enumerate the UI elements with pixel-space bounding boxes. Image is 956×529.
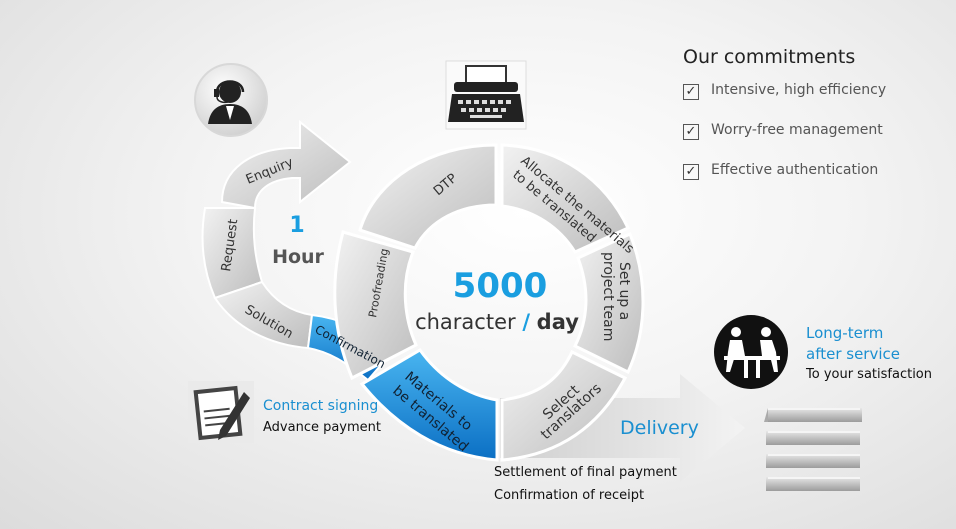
hour-unit: Hour bbox=[272, 246, 324, 268]
center-unit-line: character / day bbox=[415, 310, 579, 334]
commitment-item: ✓ Effective authentication bbox=[683, 162, 886, 202]
checkbox-icon: ✓ bbox=[683, 164, 699, 180]
commitment-label: Worry-free management bbox=[711, 122, 883, 138]
server-stack-icon bbox=[764, 408, 862, 491]
meeting-icon bbox=[714, 315, 788, 389]
ring-segment-dtp bbox=[358, 143, 498, 250]
hour-number: 1 bbox=[289, 213, 304, 238]
center-day: day bbox=[537, 310, 580, 334]
label-setup-1: Set up a bbox=[616, 262, 632, 320]
commitments-title: Our commitments bbox=[683, 46, 856, 68]
commitment-label: Effective authentication bbox=[711, 162, 879, 178]
ring-segment-proofreading bbox=[333, 230, 418, 381]
customer-service-icon bbox=[194, 63, 268, 137]
ring-segment-materials bbox=[359, 348, 499, 462]
after-service-line-3: To your satisfaction bbox=[806, 367, 932, 382]
contract-icon bbox=[188, 381, 254, 443]
delivery-line-1: Settlement of final payment bbox=[494, 465, 677, 480]
center-slash: / bbox=[522, 310, 530, 334]
enquiry-arrow bbox=[220, 119, 352, 210]
typewriter-icon bbox=[445, 60, 527, 130]
commitment-item: ✓ Intensive, high efficiency bbox=[683, 82, 886, 122]
ring-segment-allocate bbox=[500, 143, 631, 254]
contract-title: Contract signing bbox=[263, 398, 379, 414]
delivery-label: Delivery bbox=[620, 417, 699, 439]
contract-subtitle: Advance payment bbox=[263, 420, 382, 435]
ring-segment-setup bbox=[572, 231, 645, 375]
checkbox-icon: ✓ bbox=[683, 84, 699, 100]
checkbox-icon: ✓ bbox=[683, 124, 699, 140]
commitment-label: Intensive, high efficiency bbox=[711, 82, 887, 98]
delivery-line-2: Confirmation of receipt bbox=[494, 488, 645, 503]
commitment-item: ✓ Worry-free management bbox=[683, 122, 886, 162]
label-request: Request bbox=[219, 218, 241, 272]
center-number: 5000 bbox=[453, 266, 548, 306]
ring-segment-select-overlay bbox=[500, 349, 628, 462]
after-service-line-1: Long-term bbox=[806, 324, 884, 342]
label-setup-2: project team bbox=[600, 252, 616, 341]
after-service-line-2: after service bbox=[806, 345, 900, 363]
center-unit: character bbox=[415, 310, 516, 334]
commitments-list: ✓ Intensive, high efficiency ✓ Worry-free … bbox=[683, 82, 886, 202]
